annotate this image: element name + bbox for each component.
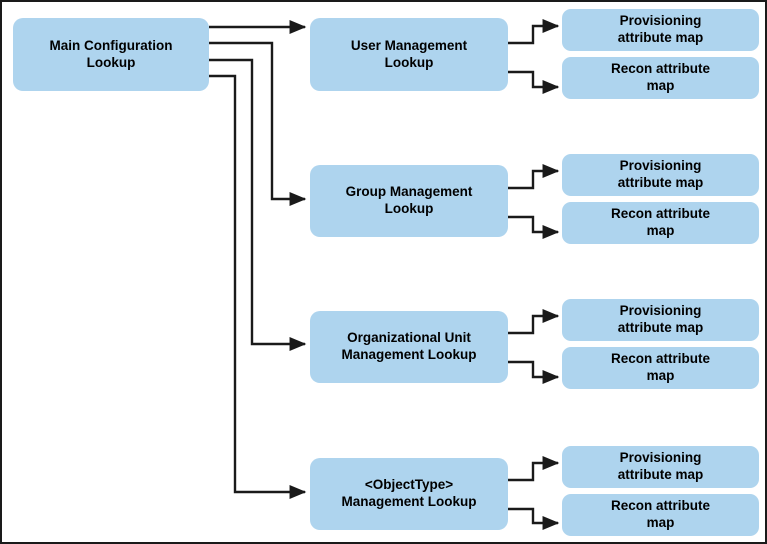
node-label: Recon attribute map (610, 351, 710, 383)
node-group-provisioning-attribute-map[interactable]: Provisioning attribute map (562, 154, 759, 196)
node-label: Organizational Unit Management Lookup (341, 330, 477, 362)
node-label: Main Configuration Lookup (49, 37, 173, 70)
edge-main-to-ou (209, 58, 307, 352)
node-user-provisioning-attribute-map[interactable]: Provisioning attribute map (562, 9, 759, 51)
node-label: Provisioning attribute map (617, 450, 704, 482)
node-label: User Management Lookup (350, 37, 468, 70)
node-label: Provisioning attribute map (617, 158, 704, 190)
edge-group-to-recon (508, 215, 560, 240)
edge-ou-to-provisioning (508, 308, 560, 335)
edge-main-to-objecttype (209, 74, 307, 500)
node-label: Recon attribute map (610, 206, 710, 238)
node-ou-recon-attribute-map[interactable]: Recon attribute map (562, 347, 759, 389)
node-user-management-lookup[interactable]: User Management Lookup (310, 18, 508, 91)
node-label: <ObjectType> Management Lookup (341, 477, 477, 509)
edge-user-to-recon (508, 70, 560, 95)
node-main-configuration-lookup[interactable]: Main Configuration Lookup (13, 18, 209, 91)
edge-group-to-provisioning (508, 163, 560, 190)
node-label: Group Management Lookup (345, 184, 473, 216)
edge-objecttype-to-recon (508, 507, 560, 531)
node-objecttype-management-lookup[interactable]: <ObjectType> Management Lookup (310, 458, 508, 530)
edge-main-to-group (209, 41, 307, 207)
edge-ou-to-recon (508, 360, 560, 385)
node-label: Provisioning attribute map (617, 13, 704, 45)
node-ou-provisioning-attribute-map[interactable]: Provisioning attribute map (562, 299, 759, 341)
node-group-recon-attribute-map[interactable]: Recon attribute map (562, 202, 759, 244)
node-organizational-unit-management-lookup[interactable]: Organizational Unit Management Lookup (310, 311, 508, 383)
node-label: Recon attribute map (610, 61, 710, 93)
node-objecttype-provisioning-attribute-map[interactable]: Provisioning attribute map (562, 446, 759, 488)
node-user-recon-attribute-map[interactable]: Recon attribute map (562, 57, 759, 99)
node-objecttype-recon-attribute-map[interactable]: Recon attribute map (562, 494, 759, 536)
node-group-management-lookup[interactable]: Group Management Lookup (310, 165, 508, 237)
node-label: Recon attribute map (610, 498, 710, 530)
edge-objecttype-to-provisioning (508, 455, 560, 482)
edge-user-to-provisioning (508, 18, 560, 45)
node-label: Provisioning attribute map (617, 303, 704, 335)
